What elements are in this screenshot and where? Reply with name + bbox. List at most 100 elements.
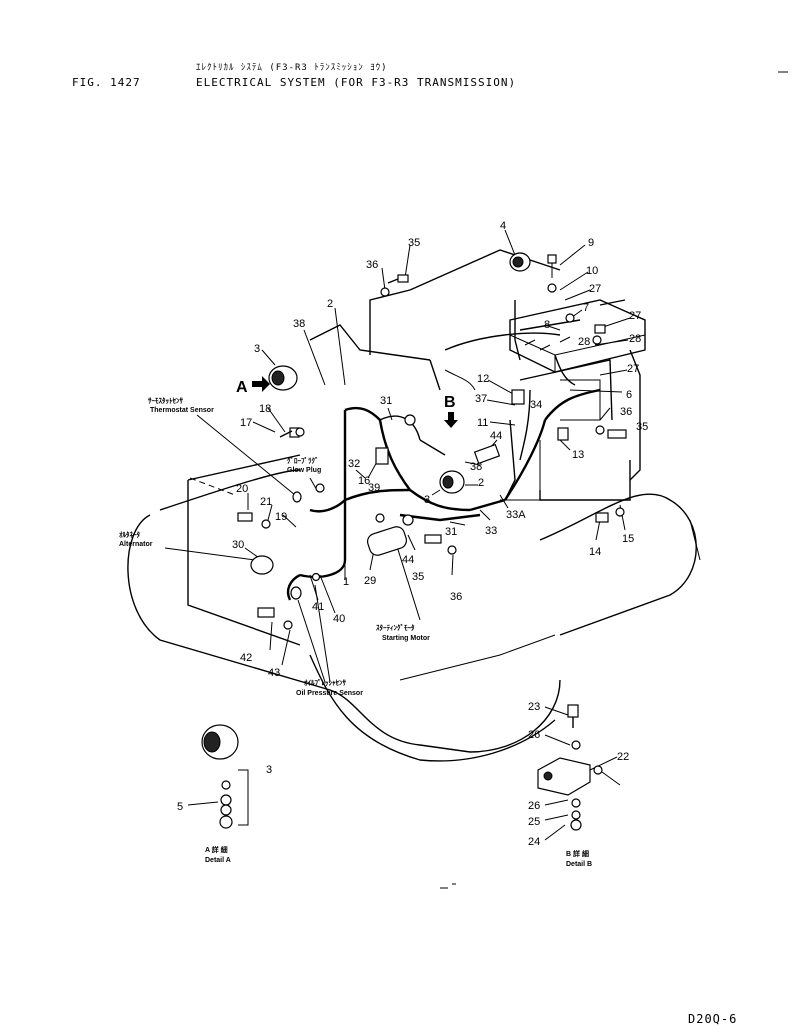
starting-motor (367, 526, 407, 556)
callout: 11 (477, 417, 488, 429)
component-labels: ｻｰﾓｽﾀｯﾄｾﾝｻ Thermostat Sensor ｸﾞﾛｰﾌﾟﾗｸﾞ G… (119, 396, 592, 868)
detail-b (537, 704, 621, 831)
relay-12 (511, 389, 525, 405)
clamp-31-top (404, 414, 416, 426)
callout: 1 (343, 576, 349, 588)
callout: 38 (293, 318, 305, 330)
callout: 25 (528, 816, 540, 828)
oil-pressure-sensor (290, 586, 302, 600)
callout: 2 (327, 298, 333, 310)
callout: 3 (254, 343, 260, 355)
callout: 8 (544, 319, 550, 331)
bolt-14 (595, 512, 609, 523)
washer-36-lower (447, 545, 457, 555)
bolt-42 (257, 607, 275, 618)
callout: 37 (475, 393, 487, 405)
washer-40 (311, 572, 321, 582)
label-alternator-jp: ｵﾙﾀﾈｰﾀ (119, 530, 140, 539)
washer-18 (295, 427, 305, 437)
callout: 36 (620, 406, 632, 418)
label-detail-a-en: Detail A (205, 857, 231, 864)
arrow-a-label: A (236, 379, 248, 396)
callout: 41 (312, 601, 324, 613)
callout: 16 (358, 475, 370, 487)
glow-relay (375, 447, 389, 465)
callout: 15 (622, 533, 634, 545)
callout: 4 (500, 220, 506, 232)
callout: 9 (588, 237, 594, 249)
callout: 10 (586, 265, 598, 277)
drawing-code: D20Q-6 (688, 1012, 738, 1026)
callout: 27 (589, 283, 601, 295)
callout: 17 (240, 417, 252, 429)
callout: 33 (485, 525, 497, 537)
undercarriage-outline (127, 469, 701, 762)
callout: 28 (578, 336, 590, 348)
switch-44 (473, 443, 501, 465)
label-oil-en: Oil Pressure Sensor (296, 690, 363, 697)
callout: 29 (364, 575, 376, 587)
label-detail-a-jp: A 詳 細 (205, 845, 228, 854)
title-japanese: ｴﾚｸﾄﾘｶﾙ ｼｽﾃﾑ (F3-R3 ﾄﾗﾝｽﾐｯｼｮﾝ ﾖｳ) (196, 63, 388, 73)
machine-body (187, 249, 646, 646)
callout: 31 (380, 395, 392, 407)
label-thermostat-jp: ｻｰﾓｽﾀｯﾄｾﾝｻ (148, 396, 183, 405)
callout: 43 (268, 667, 280, 679)
callout: 14 (589, 546, 601, 558)
label-starting-en: Starting Motor (382, 635, 430, 642)
nut-28 (592, 335, 602, 345)
washer-36-top (380, 287, 390, 297)
washer-10 (547, 283, 557, 293)
label-detail-b-en: Detail B (566, 861, 592, 868)
battery-terminal (594, 324, 606, 334)
label-glow-en: Glow Plug (287, 467, 321, 474)
callout: 35 (408, 237, 420, 249)
label-oil-jp: ｵｲﾙﾌﾟﾚｯｼｬｾﾝｻ (304, 678, 346, 687)
callout: 27 (627, 363, 639, 375)
callout: 28 (629, 333, 641, 345)
detail-a (201, 724, 239, 829)
callout: 30 (232, 539, 244, 551)
callout: 5 (177, 801, 183, 813)
callout-numbers: 1 2 2 3 3 3 4 5 6 7 8 9 10 11 12 13 14 1… (177, 220, 648, 848)
bolt-20 (237, 512, 253, 522)
title-english: ELECTRICAL SYSTEM (FOR F3-R3 TRANSMISSIO… (196, 76, 517, 89)
arrow-b: B (444, 394, 458, 428)
label-alternator-en: Alternator (119, 541, 153, 548)
bolt-35-right (607, 429, 627, 439)
wiring-harness (286, 299, 626, 601)
callout: 36 (450, 591, 462, 603)
callout: 3 (266, 764, 272, 776)
callout: 36 (366, 259, 378, 271)
callout: 20 (236, 483, 248, 495)
callout: 21 (260, 496, 272, 508)
callout: 42 (240, 652, 252, 664)
part-13 (557, 427, 569, 441)
terminal-27 (565, 313, 575, 323)
callout: 35 (412, 571, 424, 583)
callout: 39 (368, 482, 380, 494)
callout: 26 (528, 800, 540, 812)
thermostat-sensor (292, 491, 302, 503)
callout: 40 (333, 613, 345, 625)
bolt-35-lower (424, 534, 442, 544)
callout: 44 (402, 554, 414, 566)
washer-21 (261, 519, 271, 529)
callout: 38 (470, 461, 482, 473)
leader-lines (164, 229, 631, 841)
callout: 35 (636, 421, 648, 433)
callout: 26 (528, 729, 540, 741)
parts-drawings (237, 252, 627, 630)
callout: 12 (477, 373, 489, 385)
callout: 7 (583, 302, 589, 314)
label-glow-jp: ｸﾞﾛｰﾌﾟﾗｸﾞ (287, 456, 319, 465)
callout: 44 (490, 430, 502, 442)
bolt-35-top (387, 274, 409, 284)
callout: 24 (528, 836, 540, 848)
bolt-9 (547, 254, 557, 278)
washer-15 (615, 507, 625, 517)
callout: 32 (348, 458, 360, 470)
callout: 23 (528, 701, 540, 713)
callout: 2 (478, 477, 484, 489)
label-thermostat-en: Thermostat Sensor (150, 407, 214, 414)
